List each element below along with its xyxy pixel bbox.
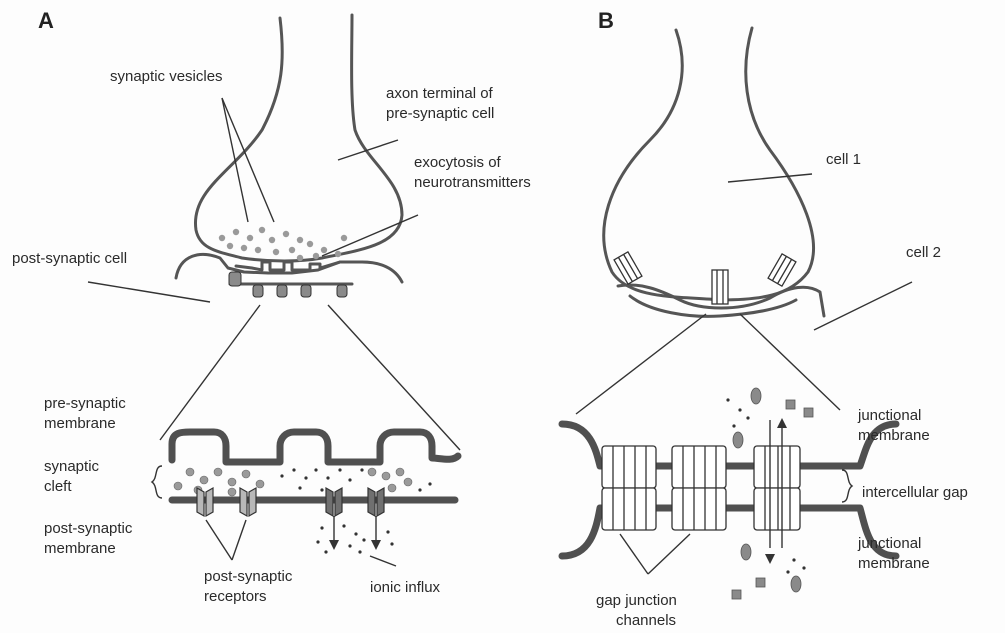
leader-post-synaptic-cell	[88, 282, 210, 302]
label-gap-junction-channels-line2: channels	[616, 612, 676, 629]
panel-a: A	[12, 8, 531, 605]
label-exocytosis-line2: neurotransmitters	[414, 174, 531, 191]
leader-exocytosis	[322, 215, 418, 256]
label-pre-synaptic-membrane-line2: membrane	[44, 415, 116, 432]
leader-gap-channels-1	[620, 534, 648, 574]
leader-receptors-1	[232, 520, 246, 560]
channel-1	[602, 446, 656, 530]
label-intercellular-gap: intercellular gap	[862, 484, 968, 501]
label-junctional-membrane-bottom-line1: junctional	[857, 535, 921, 552]
label-post-synaptic-membrane-line1: post-synaptic	[44, 520, 133, 537]
ionic-influx-dots	[316, 524, 393, 553]
leader-ionic-influx	[370, 556, 396, 566]
post-synaptic-cell-outline	[176, 254, 402, 282]
cleft-brace	[152, 466, 162, 498]
label-gap-junction-channels-line1: gap junction	[596, 592, 677, 609]
label-axon-terminal-line2: pre-synaptic cell	[386, 105, 494, 122]
pre-synaptic-membrane-enlarged	[172, 432, 458, 462]
leader-gap-channels-2	[648, 534, 690, 574]
channel-3	[754, 446, 800, 530]
panel-a-letter: A	[38, 8, 54, 33]
leader-receptors-2	[206, 520, 232, 560]
label-synaptic-cleft-line1: synaptic	[44, 458, 100, 475]
axon-terminal-outline	[195, 15, 402, 261]
label-cell-2: cell 2	[906, 244, 941, 261]
label-axon-terminal-line1: axon terminal of	[386, 85, 494, 102]
label-pre-synaptic-membrane-line1: pre-synaptic	[44, 395, 126, 412]
leader-cell-1	[728, 174, 812, 182]
leader-vesicles-2	[222, 98, 274, 222]
panel-b: B	[562, 8, 968, 629]
zoom-line-left-b	[576, 314, 706, 414]
zoom-line-left	[160, 305, 260, 440]
label-post-synaptic-receptors-line1: post-synaptic	[204, 568, 293, 585]
label-post-synaptic-cell: post-synaptic cell	[12, 250, 127, 267]
zoom-line-right	[328, 305, 460, 450]
label-post-synaptic-receptors-line2: receptors	[204, 588, 267, 605]
label-post-synaptic-membrane-line2: membrane	[44, 540, 116, 557]
channel-2	[672, 446, 726, 530]
label-synaptic-vesicles: synaptic vesicles	[110, 68, 223, 85]
panel-b-letter: B	[598, 8, 614, 33]
label-junctional-membrane-top-line2: membrane	[858, 427, 930, 444]
label-cell-1: cell 1	[826, 151, 861, 168]
label-synaptic-cleft-line2: cleft	[44, 478, 72, 495]
label-exocytosis-line1: exocytosis of	[414, 154, 502, 171]
gap-brace	[842, 470, 852, 502]
label-junctional-membrane-top-line1: junctional	[857, 407, 921, 424]
label-ionic-influx: ionic influx	[370, 579, 441, 596]
leader-axon-terminal	[338, 140, 398, 160]
leader-vesicles-1	[222, 98, 248, 222]
leader-cell-2	[814, 282, 912, 330]
label-junctional-membrane-bottom-line2: membrane	[858, 555, 930, 572]
